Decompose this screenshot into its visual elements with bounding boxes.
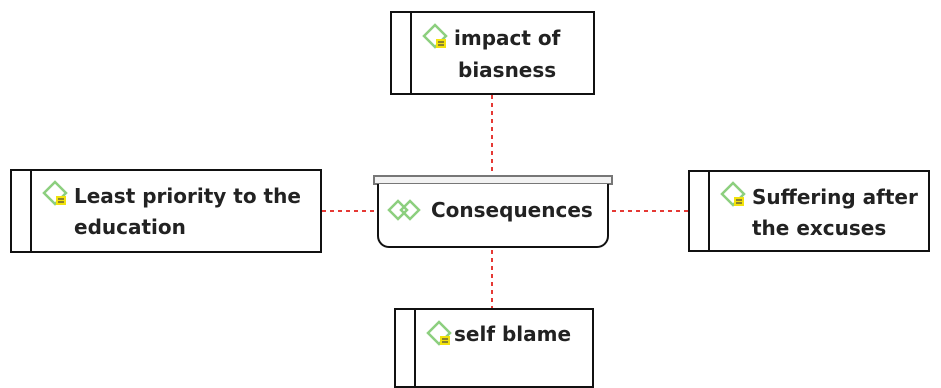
node-label-line1: Least priority to the <box>74 184 301 208</box>
node-self-blame[interactable]: self blame <box>394 308 594 388</box>
code-diamond-icon <box>42 180 68 206</box>
node-label-line2: education <box>74 215 186 239</box>
node-least-priority[interactable]: Least priority to the education <box>10 169 322 253</box>
code-diamond-icon <box>720 181 746 207</box>
code-diamond-icon <box>422 23 448 49</box>
node-stripe <box>708 172 710 250</box>
connector-layer <box>322 95 688 308</box>
node-stripe <box>410 13 412 93</box>
node-label-line1: Suffering after <box>752 185 918 209</box>
node-label-line1: self blame <box>454 322 572 346</box>
center-node-label: Consequences <box>431 198 593 222</box>
node-suffering-after-excuses[interactable]: Suffering after the excuses <box>688 170 930 252</box>
node-label-line2: the excuses <box>752 216 887 240</box>
node-impact-of-biasness[interactable]: impact of biasness <box>390 11 595 95</box>
node-label-line2: biasness <box>458 58 557 82</box>
node-stripe <box>30 171 32 251</box>
node-stripe <box>414 310 416 386</box>
double-diamond-icon <box>387 199 421 221</box>
center-node[interactable]: Consequences <box>377 184 609 248</box>
code-diamond-icon <box>426 320 452 346</box>
node-label-line1: impact of <box>454 26 561 50</box>
